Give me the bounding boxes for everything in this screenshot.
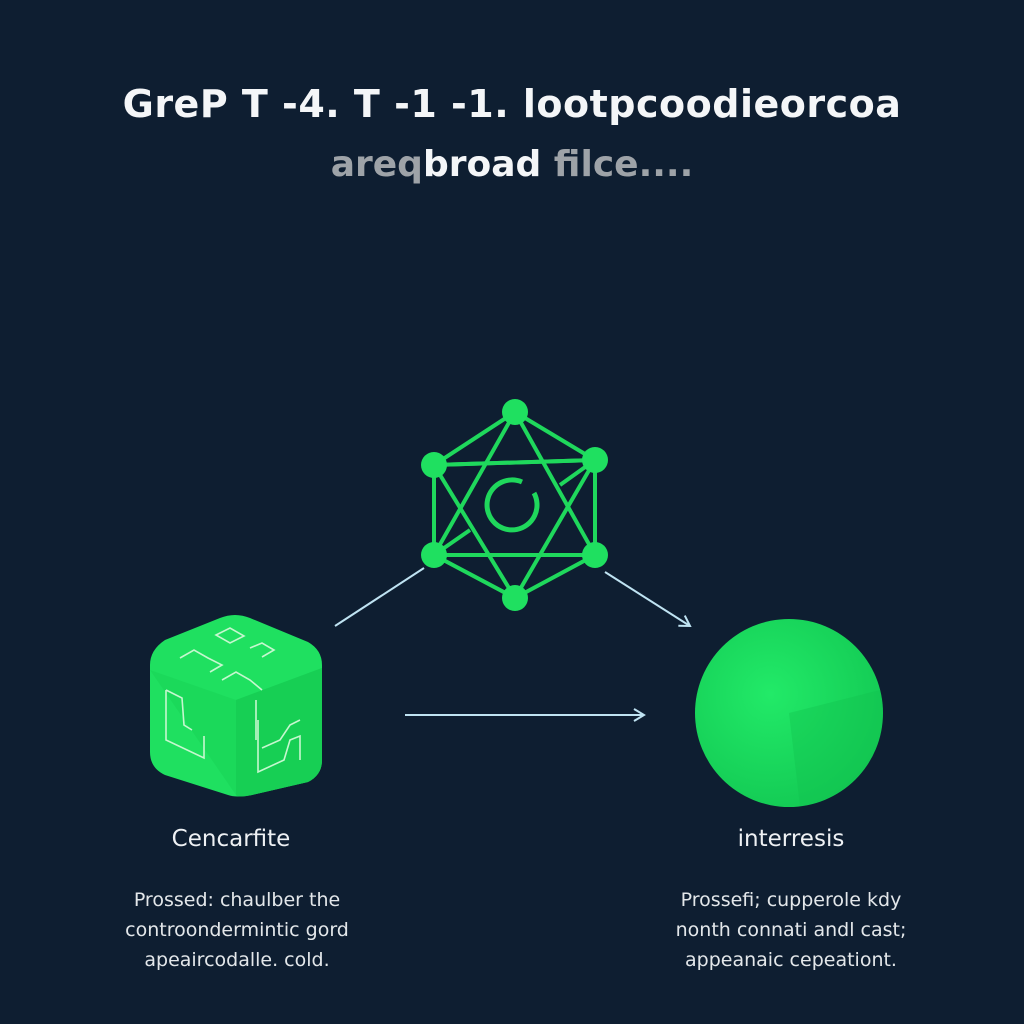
left-node-description: Prossed: chaulber the controondermintic …	[67, 885, 407, 975]
right-node-label: interresis	[737, 826, 845, 852]
page-title: GreP T -4. T -1 -1. lootpcoodieorcoa	[122, 82, 902, 126]
arrow-left-to-center	[334, 567, 425, 627]
network-hexagram-icon	[421, 399, 608, 611]
sphere-icon	[695, 619, 883, 807]
circuit-cube-icon	[150, 615, 322, 797]
description-line: Prossed: chaulber the	[133, 889, 341, 911]
page-subtitle: areqbroad filce....	[0, 144, 1024, 185]
description-line: Prossefi; cupperole kdy	[680, 889, 902, 911]
left-node-label: Cencarfite	[171, 826, 291, 852]
subtitle-part: areq	[330, 144, 423, 185]
description-line: controondermintic gord	[125, 919, 349, 941]
description-line: appeanaic cepeationt.	[685, 949, 897, 971]
arrow-center-to-right	[604, 571, 692, 628]
description-line: nonth connati andl cast;	[675, 919, 907, 941]
description-line: apeaircodalle. cold.	[144, 949, 330, 971]
right-node-description: Prossefi; cupperole kdy nonth connati an…	[621, 885, 961, 975]
subtitle-part: filce....	[541, 144, 694, 185]
subtitle-part: broad	[422, 144, 542, 185]
